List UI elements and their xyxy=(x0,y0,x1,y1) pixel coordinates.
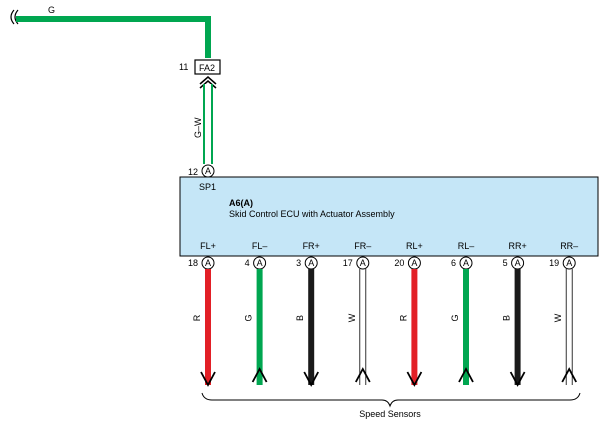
wire-code-fl-plus: R xyxy=(192,314,202,321)
fa2-pin-number: 11 xyxy=(179,62,188,72)
terminal-pin-number-rr-plus: 5 xyxy=(503,258,508,268)
wire-break-mark xyxy=(10,9,19,25)
terminal-label-fr-plus: FR+ xyxy=(303,241,320,251)
ecu-input-terminal-label: SP1 xyxy=(199,182,216,192)
speed-sensors-brace xyxy=(201,392,581,408)
wire-code-fr-minus: W xyxy=(347,313,357,322)
terminal-connector-letter-fl-minus: A xyxy=(257,258,263,268)
terminal-label-fl-minus: FL– xyxy=(252,241,268,251)
terminal-label-rl-plus: RL+ xyxy=(406,241,423,251)
fa2-connector-label: FA2 xyxy=(199,63,215,73)
wire-g-top-label: G xyxy=(48,5,55,15)
terminal-pin-number-rl-minus: 6 xyxy=(451,258,456,268)
ecu-subtitle: Skid Control ECU with Actuator Assembly xyxy=(229,209,395,219)
wire-code-rr-plus: B xyxy=(502,315,512,321)
arrow-up-rr-minus xyxy=(561,367,577,383)
fa2-connector-chevron xyxy=(199,76,217,89)
terminal-connector-letter-rl-minus: A xyxy=(463,258,469,268)
wire-gw-label: G–W xyxy=(193,117,203,138)
terminal-connector-letter-rl-plus: A xyxy=(411,258,417,268)
arrow-down-fr-plus xyxy=(303,371,319,387)
wire-g-top xyxy=(16,16,211,58)
terminal-connector-letter-rr-minus: A xyxy=(566,258,572,268)
fa2-connector-box xyxy=(194,59,221,75)
speed-sensors-label: Speed Sensors xyxy=(359,409,421,419)
arrow-down-rl-plus xyxy=(406,371,423,387)
terminal-label-rl-minus: RL– xyxy=(458,241,475,251)
ecu-box xyxy=(179,176,599,257)
terminal-pin-number-rl-plus: 20 xyxy=(394,258,404,268)
terminal-label-rr-minus: RR– xyxy=(560,241,578,251)
wire-code-rl-minus: G xyxy=(450,314,460,321)
terminal-pin-number-rr-minus: 19 xyxy=(549,258,559,268)
terminal-pin-number-fr-minus: 17 xyxy=(343,258,353,268)
ecu-input-connector-letter: A xyxy=(205,166,211,176)
terminal-pin-circle-fr-minus xyxy=(356,256,370,270)
terminal-label-fl-plus: FL+ xyxy=(200,241,216,251)
wire-code-fr-plus: B xyxy=(295,315,305,321)
terminal-label-rr-plus: RR+ xyxy=(508,241,526,251)
terminal-pin-number-fl-minus: 4 xyxy=(245,258,250,268)
terminal-connector-letter-fr-minus: A xyxy=(360,258,366,268)
wire-code-fl-minus: G xyxy=(244,314,254,321)
terminal-pin-number-fl-plus: 18 xyxy=(188,258,198,268)
terminal-connector-letter-rr-plus: A xyxy=(515,258,521,268)
terminal-connector-letter-fr-plus: A xyxy=(308,258,314,268)
arrow-up-fl-minus xyxy=(251,367,268,383)
arrow-down-rr-plus xyxy=(509,371,526,387)
arrow-down-fl-plus xyxy=(200,371,216,387)
wire-code-rl-plus: R xyxy=(398,314,408,321)
terminal-connector-letter-fl-plus: A xyxy=(205,258,211,268)
arrow-up-fr-minus xyxy=(355,367,371,383)
wire-code-rr-minus: W xyxy=(553,313,563,322)
terminal-label-fr-minus: FR– xyxy=(354,241,371,251)
ecu-input-pin-number: 12 xyxy=(188,167,198,177)
arrow-up-rl-minus xyxy=(458,367,474,383)
wire-gw-base xyxy=(205,84,211,164)
terminal-pin-number-fr-plus: 3 xyxy=(296,258,301,268)
ecu-title: A6(A) xyxy=(229,198,253,208)
terminal-pin-circle-rr-minus xyxy=(562,256,576,270)
